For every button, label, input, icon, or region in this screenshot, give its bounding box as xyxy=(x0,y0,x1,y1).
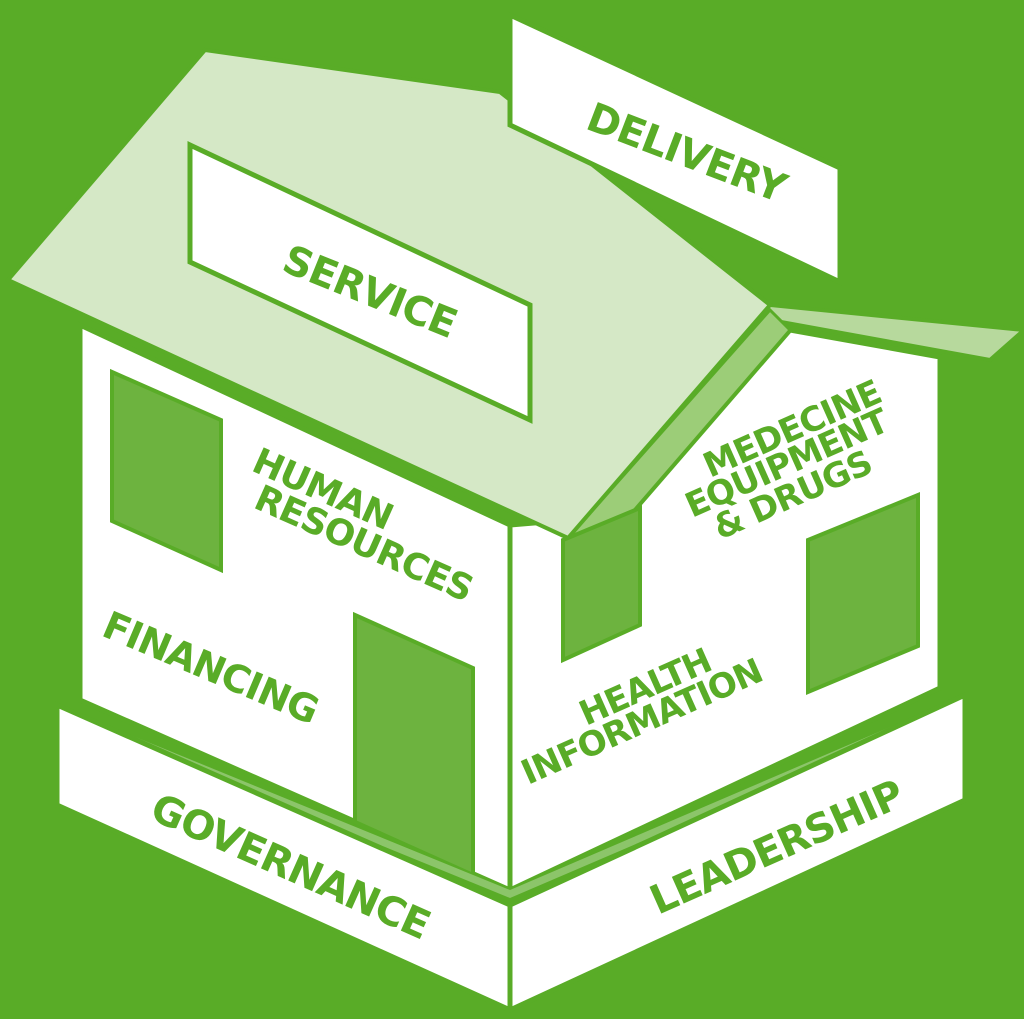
right-gable-window xyxy=(561,505,642,664)
foundation-right xyxy=(507,691,968,1014)
delivery-sign xyxy=(507,11,843,286)
service-sign xyxy=(187,141,533,424)
left-window xyxy=(110,368,223,574)
right-window xyxy=(806,492,920,696)
